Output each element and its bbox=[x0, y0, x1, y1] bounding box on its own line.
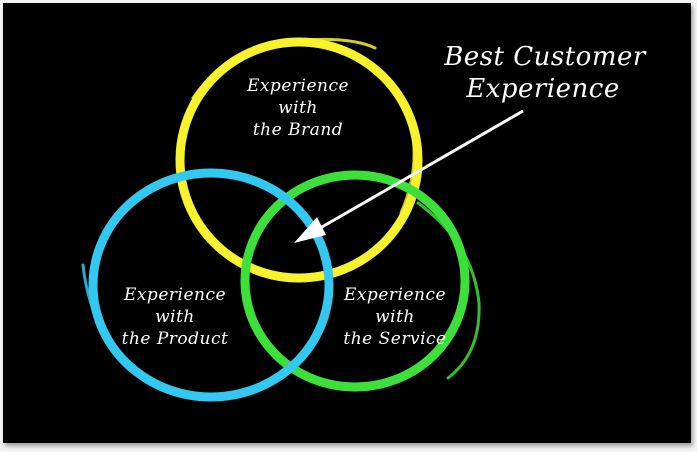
callout-line-1: Best Customer bbox=[443, 42, 647, 72]
product-label-line-1: Experience bbox=[123, 285, 226, 305]
brand-label-line-1: Experience bbox=[246, 76, 349, 96]
product-circle bbox=[81, 168, 334, 402]
venn-diagram: Best Customer Experience Experience with… bbox=[81, 37, 647, 402]
service-circle bbox=[240, 170, 481, 392]
service-label-line-3: the Service bbox=[343, 329, 446, 349]
service-label-line-1: Experience bbox=[343, 285, 446, 305]
brand-label-line-3: the Brand bbox=[253, 120, 343, 140]
pointer-arrow bbox=[294, 109, 524, 243]
callout-line-2: Experience bbox=[465, 74, 620, 104]
brand-circle bbox=[175, 37, 423, 283]
service-label-line-2: with bbox=[375, 307, 415, 327]
product-label-line-3: the Product bbox=[122, 329, 229, 349]
diagram-board: Best Customer Experience Experience with… bbox=[3, 3, 691, 443]
product-label-line-2: with bbox=[155, 307, 195, 327]
brand-label-line-2: with bbox=[278, 98, 318, 118]
